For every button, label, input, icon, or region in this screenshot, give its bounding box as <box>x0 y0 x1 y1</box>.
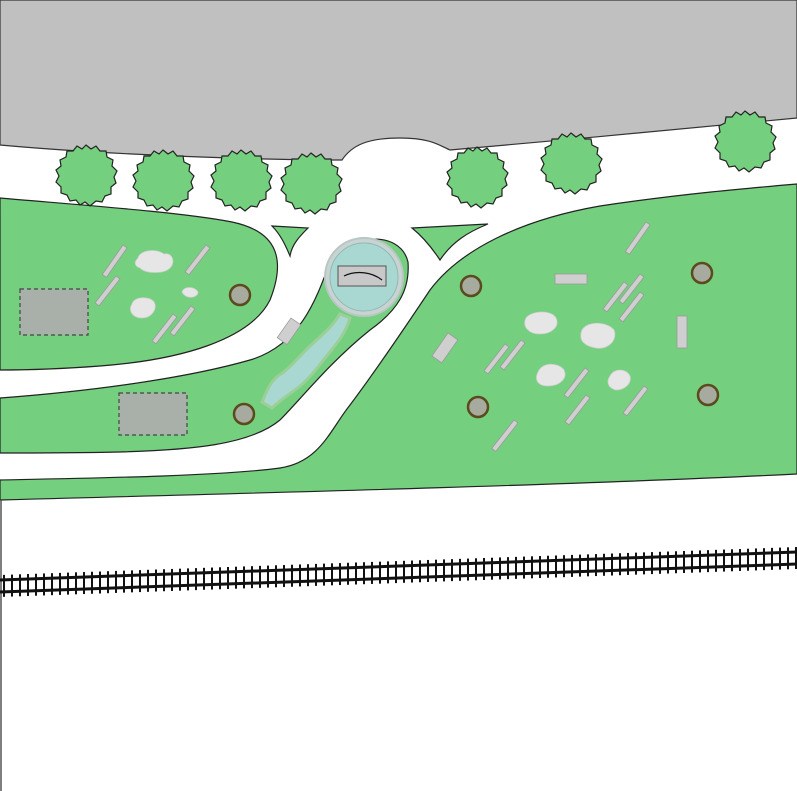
bench <box>483 343 510 375</box>
bench <box>563 367 590 399</box>
boulder <box>181 287 199 298</box>
bench <box>602 281 629 313</box>
boulders <box>130 250 631 391</box>
bench <box>151 313 178 345</box>
tree-1 <box>55 144 118 207</box>
tree-5 <box>446 146 509 209</box>
paved-pad-west-lower <box>118 392 188 436</box>
bollard <box>232 402 256 426</box>
bench <box>622 385 649 417</box>
railway-track <box>0 547 797 597</box>
bench <box>276 317 302 346</box>
bollard <box>228 283 252 307</box>
paved-pad-west-upper <box>19 288 89 336</box>
bench <box>101 244 128 278</box>
lawn-east <box>0 183 797 501</box>
bench <box>624 221 651 255</box>
rail <box>0 562 797 594</box>
lawn-west-lower <box>0 238 409 454</box>
boulder <box>536 363 566 387</box>
bench <box>499 339 526 371</box>
water-channel <box>260 312 352 410</box>
bollard <box>466 395 490 419</box>
bollard <box>690 261 714 285</box>
bench <box>94 275 121 307</box>
boulder <box>607 369 631 391</box>
island-east <box>410 223 489 262</box>
bench <box>676 315 688 349</box>
benches <box>94 221 688 453</box>
bench <box>618 291 645 323</box>
fountain-basin <box>337 265 387 287</box>
rail <box>0 550 797 582</box>
boulder <box>130 297 156 319</box>
tree-4 <box>280 152 343 215</box>
fountain-plaza <box>324 237 404 317</box>
boulder <box>134 250 174 273</box>
tree-2 <box>132 149 195 212</box>
bollard <box>696 383 720 407</box>
boulder <box>580 322 616 349</box>
boulder <box>524 311 558 335</box>
bench <box>431 332 459 364</box>
bench <box>169 305 196 337</box>
tree-6 <box>540 132 603 195</box>
bench <box>564 394 591 426</box>
bollard <box>459 274 483 298</box>
bollard-lights <box>228 261 720 426</box>
island-west <box>270 225 310 259</box>
bench <box>491 419 519 453</box>
bench <box>184 244 211 276</box>
bench <box>618 273 645 305</box>
lawn-west-upper <box>0 197 278 371</box>
road <box>0 0 797 161</box>
bench <box>554 273 588 285</box>
